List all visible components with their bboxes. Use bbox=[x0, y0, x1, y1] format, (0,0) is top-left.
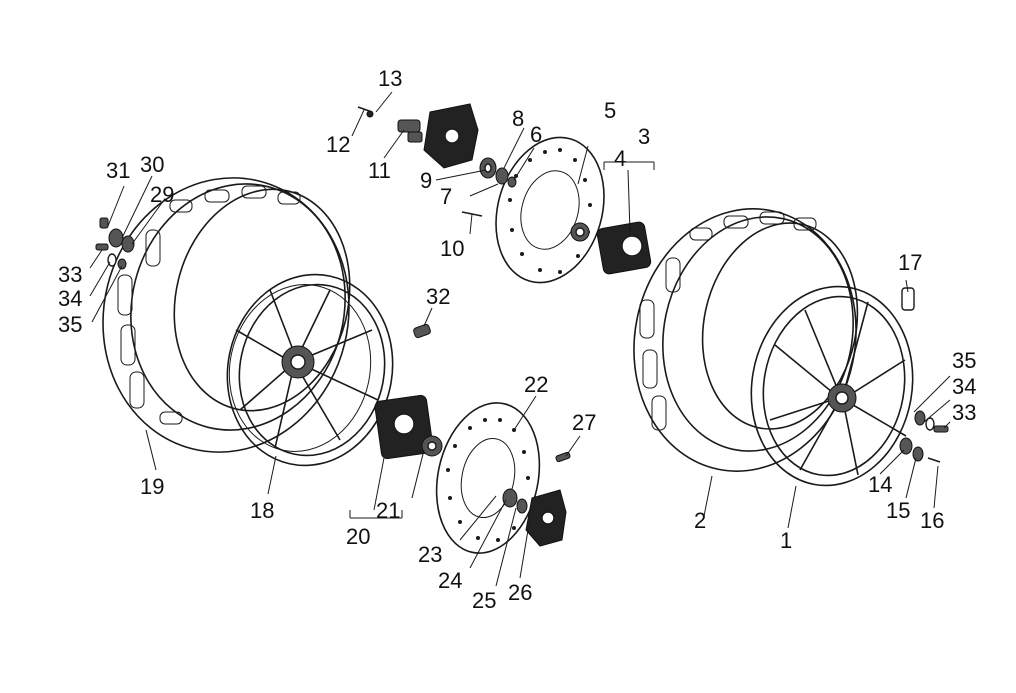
upper-brake-disc bbox=[495, 136, 605, 284]
callout-7: 7 bbox=[440, 184, 452, 209]
callout-13: 13 bbox=[378, 66, 402, 91]
callout-6: 6 bbox=[530, 122, 542, 147]
callout-12: 12 bbox=[326, 132, 350, 157]
callout-17: 17 bbox=[898, 250, 922, 275]
callout-31: 31 bbox=[106, 158, 130, 183]
callout-2: 2 bbox=[694, 508, 706, 533]
callout-35-left: 35 bbox=[58, 312, 82, 337]
callout-1: 1 bbox=[780, 528, 792, 553]
leader-lines bbox=[89, 91, 951, 587]
callout-34-right: 34 bbox=[952, 374, 976, 399]
lower-caliper bbox=[502, 488, 567, 547]
callout-33-left: 33 bbox=[58, 262, 82, 287]
callout-35-right: 35 bbox=[952, 348, 976, 373]
callout-10: 10 bbox=[440, 236, 464, 261]
right-rim bbox=[750, 285, 914, 487]
callout-32: 32 bbox=[426, 284, 450, 309]
callout-27: 27 bbox=[572, 410, 596, 435]
callout-33-right: 33 bbox=[952, 400, 976, 425]
upper-caliper bbox=[397, 103, 479, 169]
left-rim bbox=[226, 273, 394, 467]
callout-15: 15 bbox=[886, 498, 910, 523]
callout-5: 5 bbox=[604, 98, 616, 123]
misc-small-parts bbox=[95, 217, 949, 463]
left-tire bbox=[102, 177, 351, 453]
upper-hub bbox=[570, 221, 652, 275]
callout-24: 24 bbox=[438, 568, 462, 593]
callout-29: 29 bbox=[150, 182, 174, 207]
callout-3: 3 bbox=[638, 124, 650, 149]
upper-small-parts bbox=[357, 106, 517, 217]
lower-brake-disc bbox=[435, 402, 541, 554]
callout-14: 14 bbox=[868, 472, 892, 497]
callout-18: 18 bbox=[250, 498, 274, 523]
callout-21: 21 bbox=[376, 498, 400, 523]
callout-8: 8 bbox=[512, 106, 524, 131]
callout-11: 11 bbox=[368, 158, 391, 183]
callout-19: 19 bbox=[140, 474, 164, 499]
callout-16: 16 bbox=[920, 508, 944, 533]
callout-20: 20 bbox=[346, 524, 370, 549]
right-tire bbox=[633, 208, 859, 472]
callout-22: 22 bbox=[524, 372, 548, 397]
callout-labels: 1 2 3 4 5 6 7 8 9 10 11 12 13 14 15 16 1… bbox=[58, 66, 976, 613]
callout-26: 26 bbox=[508, 580, 532, 605]
callout-23: 23 bbox=[418, 542, 442, 567]
callout-25: 25 bbox=[472, 588, 496, 613]
callout-9: 9 bbox=[420, 168, 432, 193]
callout-4: 4 bbox=[614, 146, 626, 171]
lower-hub bbox=[374, 394, 443, 460]
callout-34-left: 34 bbox=[58, 286, 82, 311]
callout-30: 30 bbox=[140, 152, 164, 177]
